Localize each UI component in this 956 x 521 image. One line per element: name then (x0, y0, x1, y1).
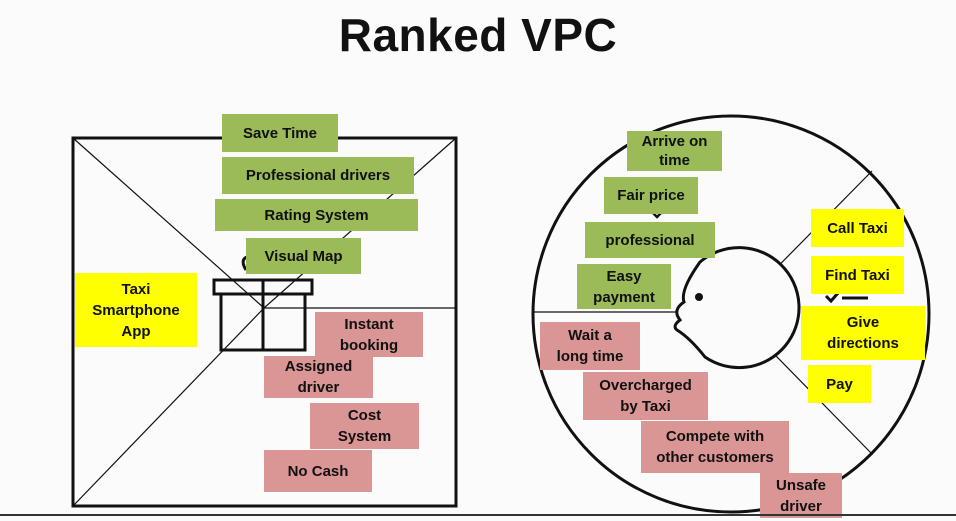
gain-creator-note: Rating System (215, 199, 418, 231)
product-note: Taxi Smartphone App (75, 273, 197, 347)
gain-note: Fair price (604, 177, 698, 214)
slide-title: Ranked VPC (338, 9, 618, 61)
pain-note: Wait a long time (540, 322, 640, 370)
job-note: Pay (808, 365, 871, 403)
job-note: Give directions (801, 306, 925, 360)
pain-note: Unsafe driver (760, 473, 842, 518)
job-note: Find Taxi (811, 256, 904, 294)
pain-reliever-note: Instant booking (315, 312, 423, 357)
pain-note: Overcharged by Taxi (583, 372, 708, 420)
gain-note: Easy payment (577, 264, 671, 309)
checkmark-icon (824, 292, 868, 304)
gain-creator-note: Save Time (222, 114, 338, 152)
pain-reliever-note: Cost System (310, 403, 419, 449)
face-icon (673, 246, 801, 370)
pain-note: Compete with other customers (641, 421, 789, 473)
gain-creator-note: Visual Map (246, 238, 361, 274)
gain-creator-note: Professional drivers (222, 157, 414, 194)
gain-note: professional (585, 222, 715, 258)
slide-bottom-border (0, 514, 956, 516)
job-note: Call Taxi (811, 209, 904, 247)
pain-reliever-note: Assigned driver (264, 356, 373, 398)
gain-note: Arrive on time (627, 131, 722, 171)
pain-reliever-note: No Cash (264, 450, 372, 492)
